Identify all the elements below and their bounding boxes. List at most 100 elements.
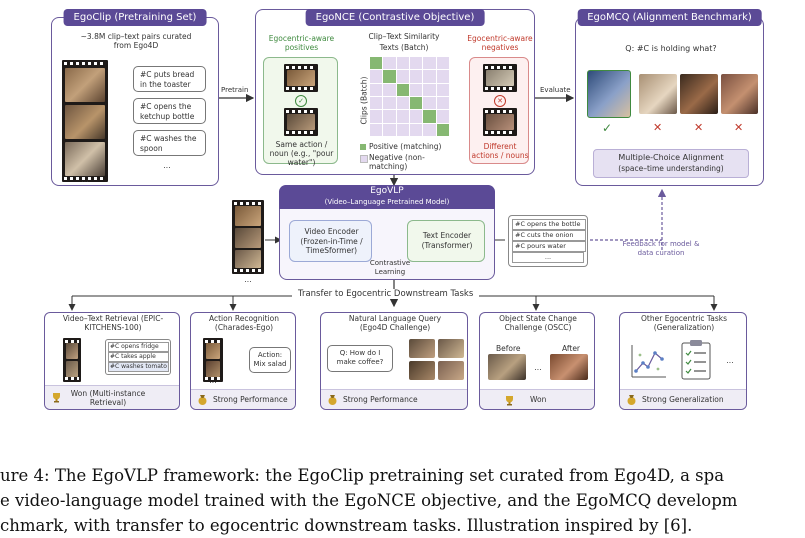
oscc-after-image (550, 354, 588, 380)
task-nlq-result: Strong Performance (343, 395, 418, 404)
oscc-after-label: After (562, 344, 581, 353)
mcq-option-4 (721, 74, 758, 114)
egoclip-caption-1: #C puts bread in the toaster (133, 66, 206, 92)
egovlp-input-filmstrip (232, 200, 264, 274)
task-other-title: Other Egocentric Tasks (Generalization) (641, 314, 727, 332)
text-list-ellipsis: ... (512, 252, 584, 263)
trophy-icon (51, 392, 61, 403)
similarity-cell-negative (383, 97, 396, 110)
similarity-title: Clip–Text Similarity (368, 32, 440, 41)
text-encoder-box: Text Encoder (Transformer) (407, 220, 485, 262)
task-action-footer: Strong Performance (191, 389, 295, 409)
positive-clip-2 (284, 108, 318, 136)
egomcq-panel: EgoMCQ (Alignment Benchmark) Q: #C is ho… (575, 9, 764, 186)
task-retrieval-title: Video–Text Retrieval (EPIC-KITCHENS-100) (62, 314, 164, 332)
task-nlq: Natural Language Query (Ego4D Challenge)… (320, 312, 468, 410)
similarity-matrix (370, 57, 450, 137)
text-item-3: #C pours water (512, 241, 586, 252)
egoclip-ellipsis: ... (163, 161, 171, 170)
text-list-ellipsis-label: ... (544, 253, 552, 261)
caption-line-3: chmark, with transfer to egocentric down… (0, 516, 693, 535)
transfer-title: Transfer to Egocentric Downstream Tasks (292, 289, 480, 299)
task-nlq-footer: Strong Performance (321, 389, 467, 409)
positives-box: Egocentric-aware positives ✓ Same action… (263, 34, 338, 167)
oscc-before-label: Before (496, 344, 521, 353)
retrieval-clip (63, 338, 81, 382)
video-encoder-subtitle: (Frozen-in-Time / TimeSformer) (300, 237, 363, 255)
task-action-recognition: Action Recognition (Charades-Ego) Action… (190, 312, 296, 410)
task-retrieval-result: Won (Multi-instance Retrieval) (70, 389, 146, 407)
mcq-mark-3: ✕ (694, 121, 704, 134)
contrastive-learning-label: Contrastive Learning (369, 259, 411, 276)
negative-clip-1 (483, 64, 517, 92)
similarity-cell-negative (423, 70, 436, 83)
action-label-box: Action: Mix salad (249, 347, 291, 373)
text-item-1-label: #C opens the bottle (515, 220, 581, 228)
trophy-icon-oscc (504, 394, 514, 406)
egoclip-panel: EgoClip (Pretraining Set) ~3.8M clip–tex… (51, 9, 219, 186)
similarity-cell-negative (410, 110, 423, 123)
video-encoder-title: Video Encoder (304, 227, 359, 236)
similarity-cell-positive (410, 97, 423, 110)
medal-icon-nlq (327, 394, 337, 405)
similarity-cell-negative (370, 83, 383, 96)
similarity-cell-negative (370, 97, 383, 110)
similarity-cell-negative (436, 57, 449, 70)
similarity-cell-negative (423, 123, 436, 136)
egonce-title: EgoNCE (Contrastive Objective) (305, 9, 485, 26)
similarity-cell-negative (423, 83, 436, 96)
retrieval-item-3: #C washes tomato (108, 362, 169, 372)
egovlp-title: EgoVLP (370, 186, 404, 196)
text-item-3-label: #C pours water (515, 242, 566, 250)
similarity-cell-negative (410, 123, 423, 136)
text-encoder-subtitle: (Transformer) (421, 241, 473, 250)
similarity-cell-negative (396, 110, 409, 123)
mcq-option-1 (587, 70, 631, 118)
retrieval-item-2: #C takes apple (108, 352, 169, 362)
evaluate-label: Evaluate (540, 86, 571, 94)
x-circle-icon: ✕ (494, 95, 506, 107)
figure-caption: ure 4: The EgoVLP framework: the EgoClip… (0, 463, 805, 538)
mcq-mark-4: ✕ (734, 121, 744, 134)
egovlp-video-ellipsis: ... (244, 275, 252, 284)
similarity-xlabel: Texts (Batch) (379, 43, 429, 52)
similarity-cell-negative (370, 110, 383, 123)
caption-line-2: e video-language model trained with the … (0, 491, 738, 510)
mcq-option-2 (639, 74, 677, 114)
similarity-cell-negative (436, 110, 449, 123)
medal-icon (197, 394, 207, 405)
egomcq-question: Q: #C is holding what? (625, 44, 717, 53)
feedback-label: Feedback for model & data curation (622, 240, 700, 257)
task-retrieval-footer: Won (Multi-instance Retrieval) (45, 385, 179, 409)
alignment-subtitle: (space–time understanding) (618, 164, 724, 173)
similarity-cell-negative (436, 97, 449, 110)
legend-negative-swatch (360, 155, 368, 163)
similarity-cell-negative (396, 97, 409, 110)
egoclip-caption-2: #C opens the ketchup bottle (133, 98, 206, 124)
mcq-option-3 (680, 74, 718, 114)
medal-icon-other (626, 394, 636, 405)
similarity-cell-positive (383, 70, 396, 83)
similarity-cell-negative (410, 57, 423, 70)
egovlp-subtitle: (Video–Language Pretrained Model) (324, 198, 450, 206)
mcq-mark-1: ✓ (602, 121, 613, 135)
alignment-title: Multiple-Choice Alignment (618, 153, 724, 162)
task-action-result: Strong Performance (213, 395, 288, 404)
similarity-cell-negative (383, 83, 396, 96)
negatives-title: Egocentric-aware negatives (467, 34, 533, 52)
task-oscc-result: Won (530, 395, 547, 404)
pretrain-label: Pretrain (221, 86, 249, 94)
egoclip-film-ellipsis: ... (81, 175, 89, 184)
task-oscc-title: Object State Change Challenge (OSCC) (499, 314, 577, 332)
legend-positive: Positive (matching) (369, 142, 442, 151)
similarity-cell-positive (436, 123, 449, 136)
check-circle-icon: ✓ (295, 95, 307, 107)
egoclip-filmstrip (62, 60, 108, 182)
similarity-cell-positive (370, 57, 383, 70)
similarity-cell-negative (370, 70, 383, 83)
similarity-cell-negative (383, 110, 396, 123)
retrieval-item-1: #C opens fridge (108, 342, 169, 352)
negatives-box: Egocentric-aware negatives ✕ Different a… (467, 34, 533, 164)
retrieval-list: #C opens fridge #C takes apple #C washes… (105, 339, 171, 375)
similarity-cell-negative (423, 57, 436, 70)
